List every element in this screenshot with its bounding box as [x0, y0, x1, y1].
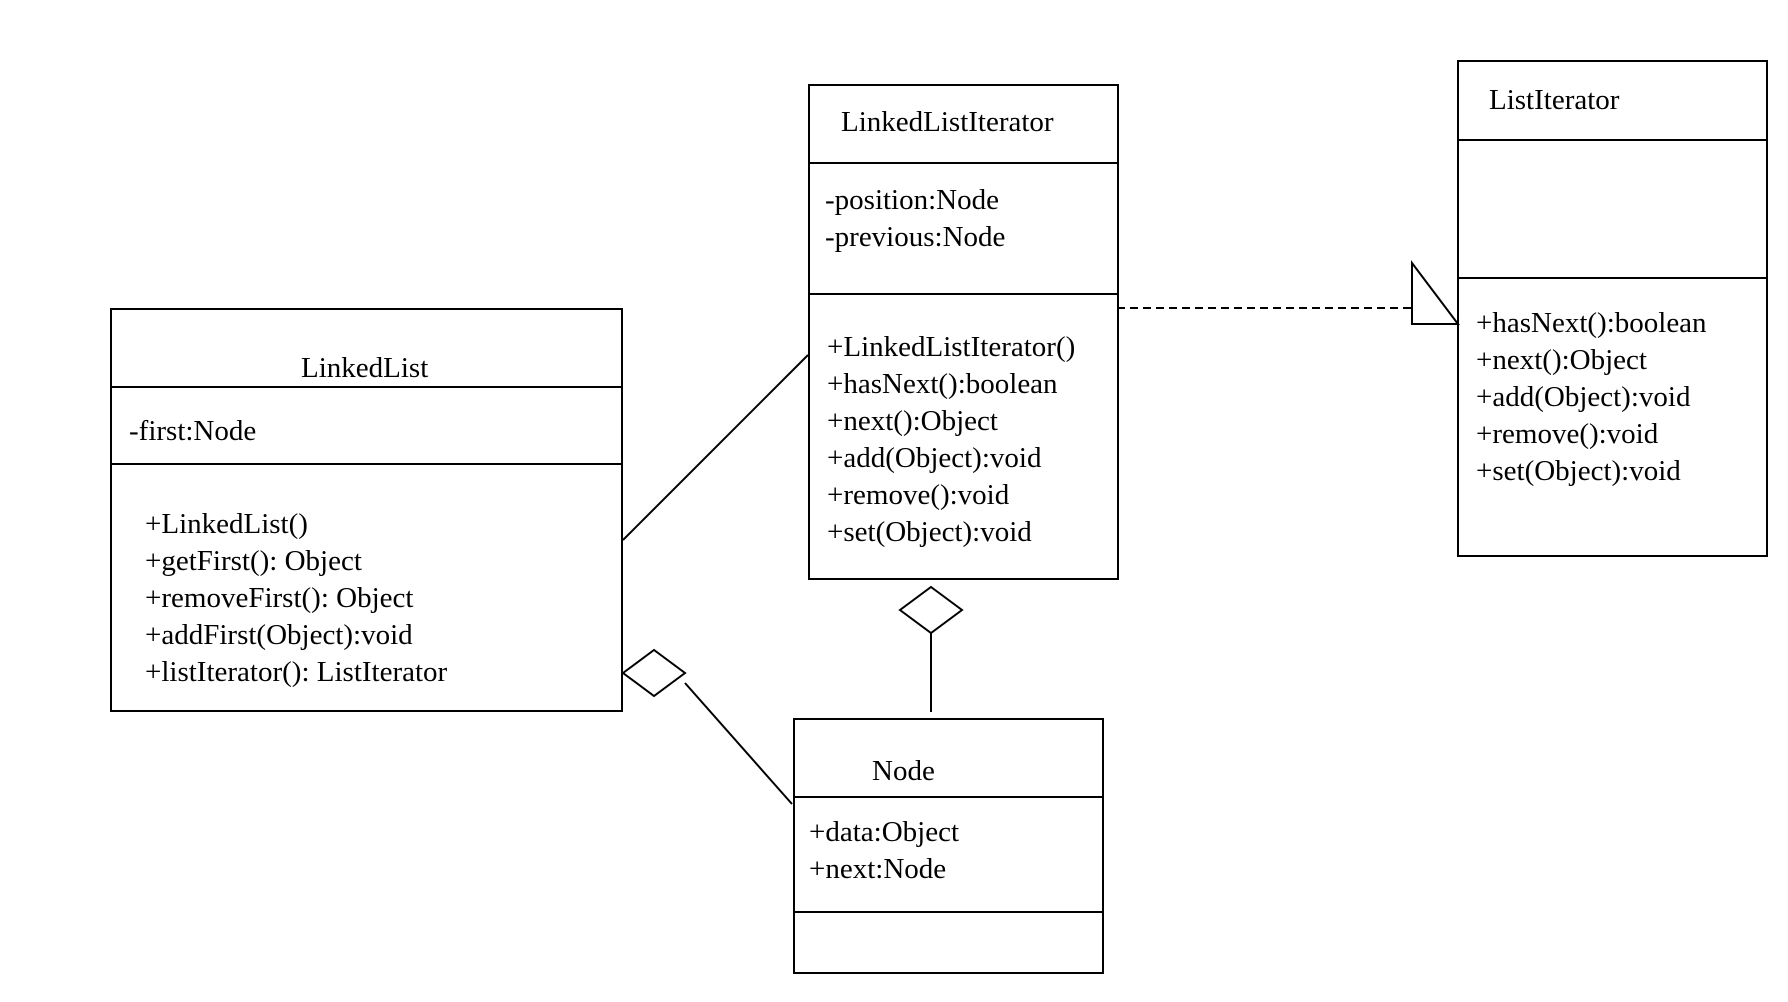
method-list: +LinkedListIterator() +hasNext():boolean… [827, 329, 1075, 551]
attribute: -position:Node [825, 184, 999, 216]
attribute: +data:Object [809, 816, 960, 848]
method: +hasNext():boolean [827, 368, 1058, 400]
aggregation-line-linkedlist-node [684, 682, 793, 805]
realization-triangle-head [1411, 260, 1461, 325]
attribute: +next:Node [809, 853, 947, 885]
method: +remove():void [827, 479, 1010, 511]
class-name: LinkedList [301, 352, 429, 384]
class-name: Node [872, 755, 935, 787]
divider [810, 293, 1117, 295]
method: +LinkedListIterator() [827, 331, 1076, 363]
class-listiterator: ListIterator +hasNext():boolean +next():… [1457, 60, 1768, 557]
aggregation-diamond-linkedlist [621, 648, 687, 698]
attribute: -previous:Node [825, 221, 1006, 253]
method: +hasNext():boolean [1476, 307, 1707, 339]
method: +add(Object):void [1476, 381, 1691, 413]
divider [795, 796, 1102, 798]
divider [1459, 277, 1766, 279]
attribute-list: -position:Node -previous:Node [825, 182, 1005, 256]
aggregation-diamond-iterator [898, 585, 964, 635]
attribute: -first:Node [129, 415, 257, 447]
class-linkedlist: LinkedList -first:Node +LinkedList() +ge… [110, 308, 623, 712]
method: +add(Object):void [827, 442, 1042, 474]
attribute-list: -first:Node [129, 413, 256, 450]
method: +addFirst(Object):void [145, 619, 413, 651]
method: +set(Object):void [827, 516, 1032, 548]
method: +listIterator(): ListIterator [145, 656, 448, 688]
method: +removeFirst(): Object [145, 582, 414, 614]
method: +next():Object [1476, 344, 1647, 376]
method: +set(Object):void [1476, 455, 1681, 487]
method: +LinkedList() [145, 508, 308, 540]
class-linkedlistiterator: LinkedListIterator -position:Node -previ… [808, 84, 1119, 580]
association-line [622, 354, 809, 541]
method-list: +hasNext():boolean +next():Object +add(O… [1476, 305, 1707, 490]
class-name: LinkedListIterator [841, 106, 1054, 138]
method: +next():Object [827, 405, 998, 437]
class-name: ListIterator [1489, 84, 1620, 116]
divider [810, 162, 1117, 164]
method: +remove():void [1476, 418, 1659, 450]
class-node: Node +data:Object +next:Node [793, 718, 1104, 974]
divider [1459, 139, 1766, 141]
divider [795, 911, 1102, 913]
divider [112, 386, 621, 388]
attribute-list: +data:Object +next:Node [809, 814, 959, 888]
method: +getFirst(): Object [145, 545, 362, 577]
divider [112, 463, 621, 465]
method-list: +LinkedList() +getFirst(): Object +remov… [145, 506, 447, 691]
